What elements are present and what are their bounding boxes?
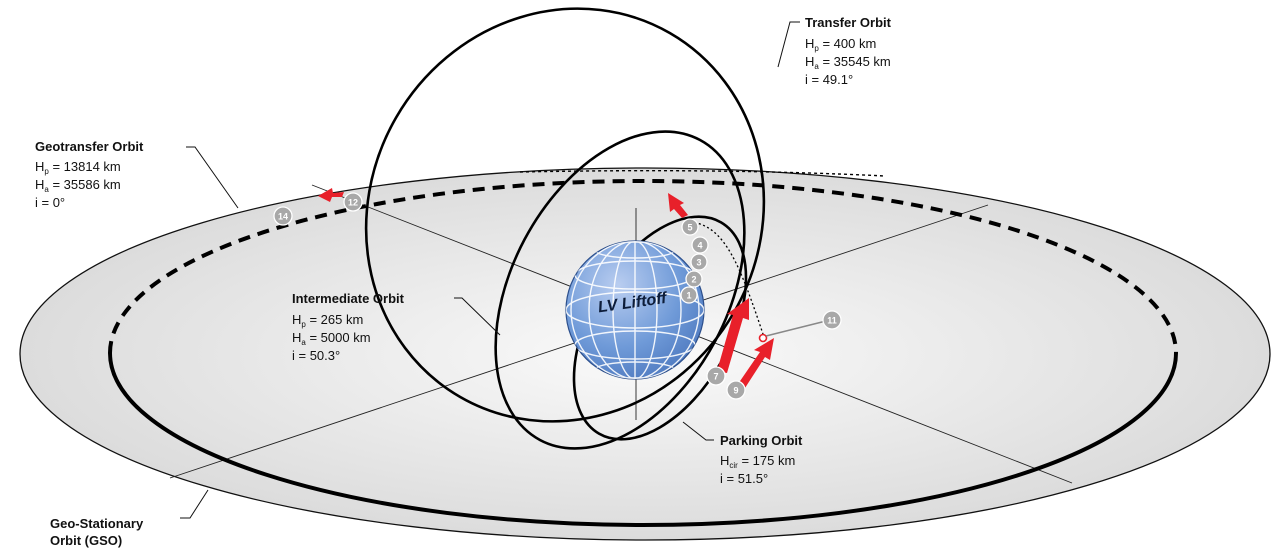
gso-label-line2: Orbit (GSO) (50, 533, 122, 548)
marker-12-label: 12 (348, 198, 358, 208)
parking-orbit-hcir: Hcir = 175 km (720, 453, 795, 470)
transfer-orbit-title: Transfer Orbit (805, 15, 892, 30)
geotransfer-orbit-title: Geotransfer Orbit (35, 139, 144, 154)
marker-4-label: 4 (697, 241, 702, 251)
transfer-orbit-hp: Hp = 400 km (805, 36, 876, 53)
target-point (758, 333, 768, 343)
burn-arrow-5 (668, 193, 688, 218)
marker-14: 14 (273, 206, 293, 226)
marker-2-label: 2 (691, 275, 696, 285)
marker-14-label: 14 (278, 212, 288, 222)
burn-arrows (318, 188, 774, 388)
leader-11 (765, 319, 831, 337)
intermediate-orbit-ha: Ha = 5000 km (292, 330, 371, 347)
transfer-orbit-incl: i = 49.1° (805, 72, 853, 87)
ascent-trajectory (689, 221, 766, 341)
marker-5-label: 5 (687, 223, 692, 233)
geotransfer-orbit-label: Geotransfer Orbit Hp = 13814 km Ha = 355… (35, 139, 144, 210)
geotransfer-orbit-ha: Ha = 35586 km (35, 177, 121, 194)
gso-label-line1: Geo-Stationary (50, 516, 144, 531)
gso-orbit-front (108, 352, 1178, 527)
marker-2: 2 (685, 270, 703, 288)
burn-arrow-9 (738, 338, 774, 388)
parking-orbit-title: Parking Orbit (720, 433, 803, 448)
parking-orbit-incl: i = 51.5° (720, 471, 768, 486)
intermediate-orbit-hp: Hp = 265 km (292, 312, 363, 329)
transfer-orbit-ha: Ha = 35545 km (805, 54, 891, 71)
marker-9: 9 (726, 380, 746, 400)
marker-11-label: 11 (827, 316, 837, 326)
gso-label: Geo-Stationary Orbit (GSO) (50, 516, 144, 548)
marker-12: 12 (343, 192, 363, 212)
marker-3-label: 3 (696, 258, 701, 268)
intermediate-orbit-label: Intermediate Orbit Hp = 265 km Ha = 5000… (292, 291, 405, 363)
marker-7-label: 7 (713, 372, 718, 382)
geotransfer-orbit-hp: Hp = 13814 km (35, 159, 121, 176)
marker-5: 5 (681, 218, 699, 236)
marker-1: 1 (680, 286, 698, 304)
outer-dotted-arc (519, 169, 886, 177)
marker-4: 4 (691, 236, 709, 254)
intermediate-orbit-incl: i = 50.3° (292, 348, 340, 363)
intermediate-orbit (494, 130, 746, 450)
gso-orbit-rear (108, 179, 1178, 354)
marker-11: 11 (822, 310, 842, 330)
markers: 1 2 3 4 5 7 9 11 (273, 192, 842, 400)
burn-arrow-7 (717, 298, 749, 373)
marker-3: 3 (690, 253, 708, 271)
intermediate-orbit-title: Intermediate Orbit (292, 291, 405, 306)
earth-globe: LV Liftoff (565, 240, 705, 380)
marker-1-label: 1 (686, 291, 691, 301)
marker-9-label: 9 (733, 386, 738, 396)
parking-orbit-label: Parking Orbit Hcir = 175 km i = 51.5° (720, 433, 803, 486)
transfer-orbit-label: Transfer Orbit Hp = 400 km Ha = 35545 km… (805, 15, 892, 87)
marker-7: 7 (706, 366, 726, 386)
burn-arrow-12 (318, 188, 344, 202)
label-leaders (180, 21, 800, 519)
geotransfer-orbit-incl: i = 0° (35, 195, 65, 210)
